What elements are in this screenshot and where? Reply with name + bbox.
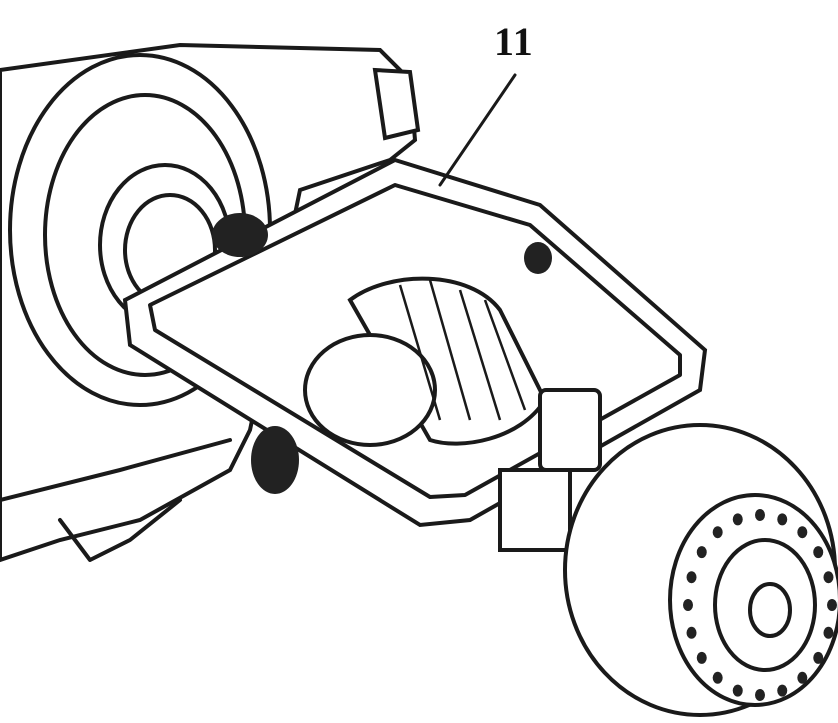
wheel-hub-center (748, 582, 792, 638)
fitting-right (524, 242, 552, 274)
wheel-bolt (777, 513, 788, 526)
axle-support (498, 468, 572, 552)
wheel-bolt (827, 599, 837, 611)
wheel-bolt (686, 571, 697, 584)
wheel-bolt (696, 546, 707, 559)
wheel-bolt (797, 526, 808, 539)
wheel-bolt (683, 599, 693, 611)
wheel-bolt (797, 671, 808, 684)
fitting-lower (251, 426, 299, 494)
wheel-bolt (755, 689, 765, 701)
differential-drum (347, 276, 548, 446)
wheel-bolt (712, 671, 723, 684)
wheel-bolt (823, 626, 834, 639)
wheel-bolt (696, 651, 707, 664)
callout-leader-line (438, 73, 517, 187)
wheel-hub-inner (713, 538, 817, 672)
wheel-bolt (686, 626, 697, 639)
wheel-bolts (683, 509, 837, 701)
housing-flange (58, 498, 182, 562)
wheel-bolt (732, 684, 743, 697)
fitting-top (212, 213, 268, 257)
wheel-bolt (755, 509, 765, 521)
mount-bracket (372, 67, 421, 141)
wheel-bolt (823, 571, 834, 584)
drum-face (303, 333, 437, 447)
wheel-bolt (732, 513, 743, 526)
wheel-bolt (813, 546, 824, 559)
wheel-hub-face (668, 493, 838, 707)
drum-ribs (398, 279, 527, 421)
housing-lower-edge (0, 438, 232, 502)
frame-inner (148, 183, 682, 499)
fitting-bracket (538, 388, 602, 472)
wheel-bolt (777, 684, 788, 697)
wheel-bolt (813, 651, 824, 664)
wheel-bolt (712, 526, 723, 539)
callout-label: 11 (494, 19, 534, 64)
